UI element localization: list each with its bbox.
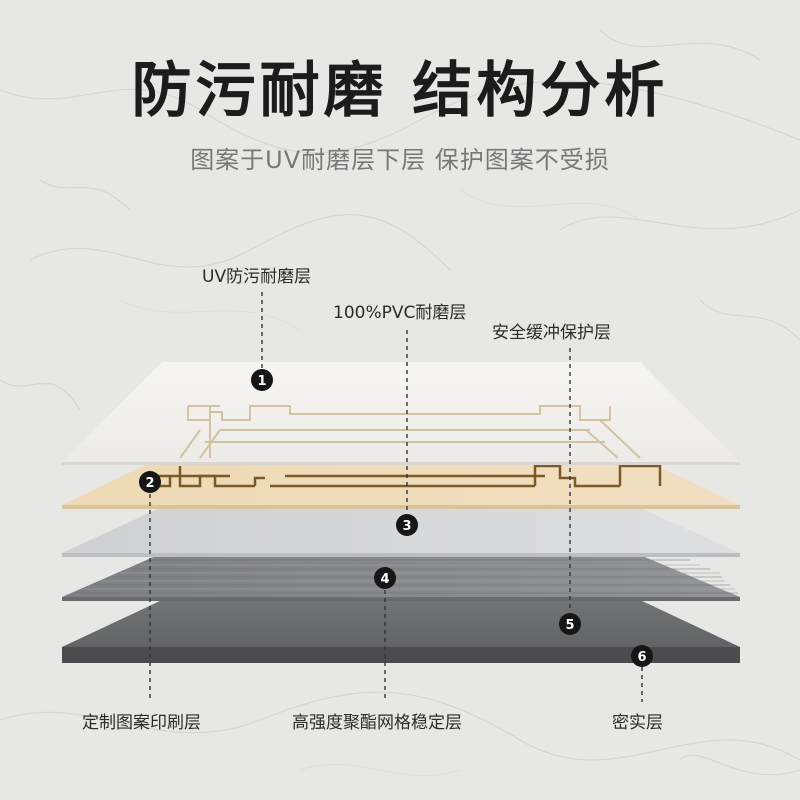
layer-6-marker: 6: [631, 645, 653, 667]
page-subtitle: 图案于UV耐磨层下层 保护图案不受损: [190, 146, 610, 174]
layer-dense: [62, 600, 740, 663]
layer-2-number: 2: [145, 476, 154, 491]
layer-2-label: 定制图案印刷层: [82, 713, 201, 733]
layer-4-marker: 4: [374, 567, 396, 589]
layer-print: [62, 458, 740, 509]
layer-6-number: 6: [637, 650, 646, 665]
layer-mesh: [62, 555, 740, 601]
layer-5-label: 安全缓冲保护层: [492, 323, 611, 343]
leader-lines: [149, 292, 643, 702]
layer-3-label: 100%PVC耐磨层: [333, 303, 467, 323]
layer-1-marker: 1: [251, 369, 273, 391]
layer-5-marker: 5: [559, 613, 581, 635]
layer-3-number: 3: [402, 519, 411, 534]
layer-3-marker: 3: [396, 514, 418, 536]
layer-uv: [62, 362, 740, 465]
layer-2-marker: 2: [139, 471, 161, 493]
layer-4-label: 高强度聚酯网格稳定层: [292, 713, 462, 733]
layer-4-number: 4: [380, 572, 389, 587]
layer-1-number: 1: [257, 374, 266, 389]
page-title: 防污耐磨 结构分析: [131, 56, 669, 126]
layer-5-number: 5: [565, 618, 574, 633]
layer-1-label: UV防污耐磨层: [202, 267, 312, 287]
layer-6-label: 密实层: [612, 713, 663, 733]
